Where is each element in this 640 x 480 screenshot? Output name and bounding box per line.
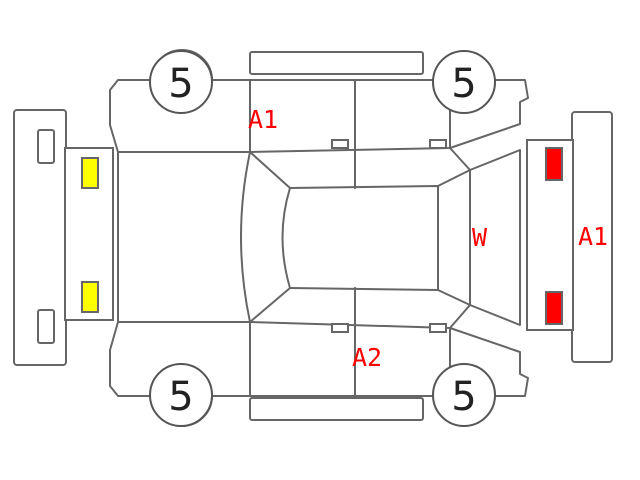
wheel-front-left-value: 5 xyxy=(168,61,193,107)
wheel-front-right-value: 5 xyxy=(168,374,193,420)
rear-left-lamp xyxy=(545,147,563,181)
wheel-rear-right-value: 5 xyxy=(451,374,476,420)
annotation-rear: A1 xyxy=(578,222,608,251)
left-side-skirt xyxy=(249,51,424,75)
annotation-left-side: A1 xyxy=(248,105,278,134)
windshield xyxy=(240,151,291,323)
wheel-front-left: 5 xyxy=(149,50,213,114)
annotation-rear-window: W xyxy=(472,223,488,252)
wheel-front-right: 5 xyxy=(149,363,213,427)
annotation-right-side: A2 xyxy=(352,343,382,372)
rear-right-lamp xyxy=(545,291,563,325)
wheel-rear-left: 5 xyxy=(432,50,496,114)
front-left-lamp xyxy=(81,157,99,189)
wheel-rear-left-value: 5 xyxy=(451,61,476,107)
rear-window xyxy=(437,147,521,329)
front-right-lamp xyxy=(81,281,99,313)
roof xyxy=(289,151,439,323)
front-bumper xyxy=(13,109,67,366)
right-side-skirt xyxy=(249,397,424,421)
wheel-rear-right: 5 xyxy=(432,363,496,427)
hood xyxy=(117,151,251,323)
